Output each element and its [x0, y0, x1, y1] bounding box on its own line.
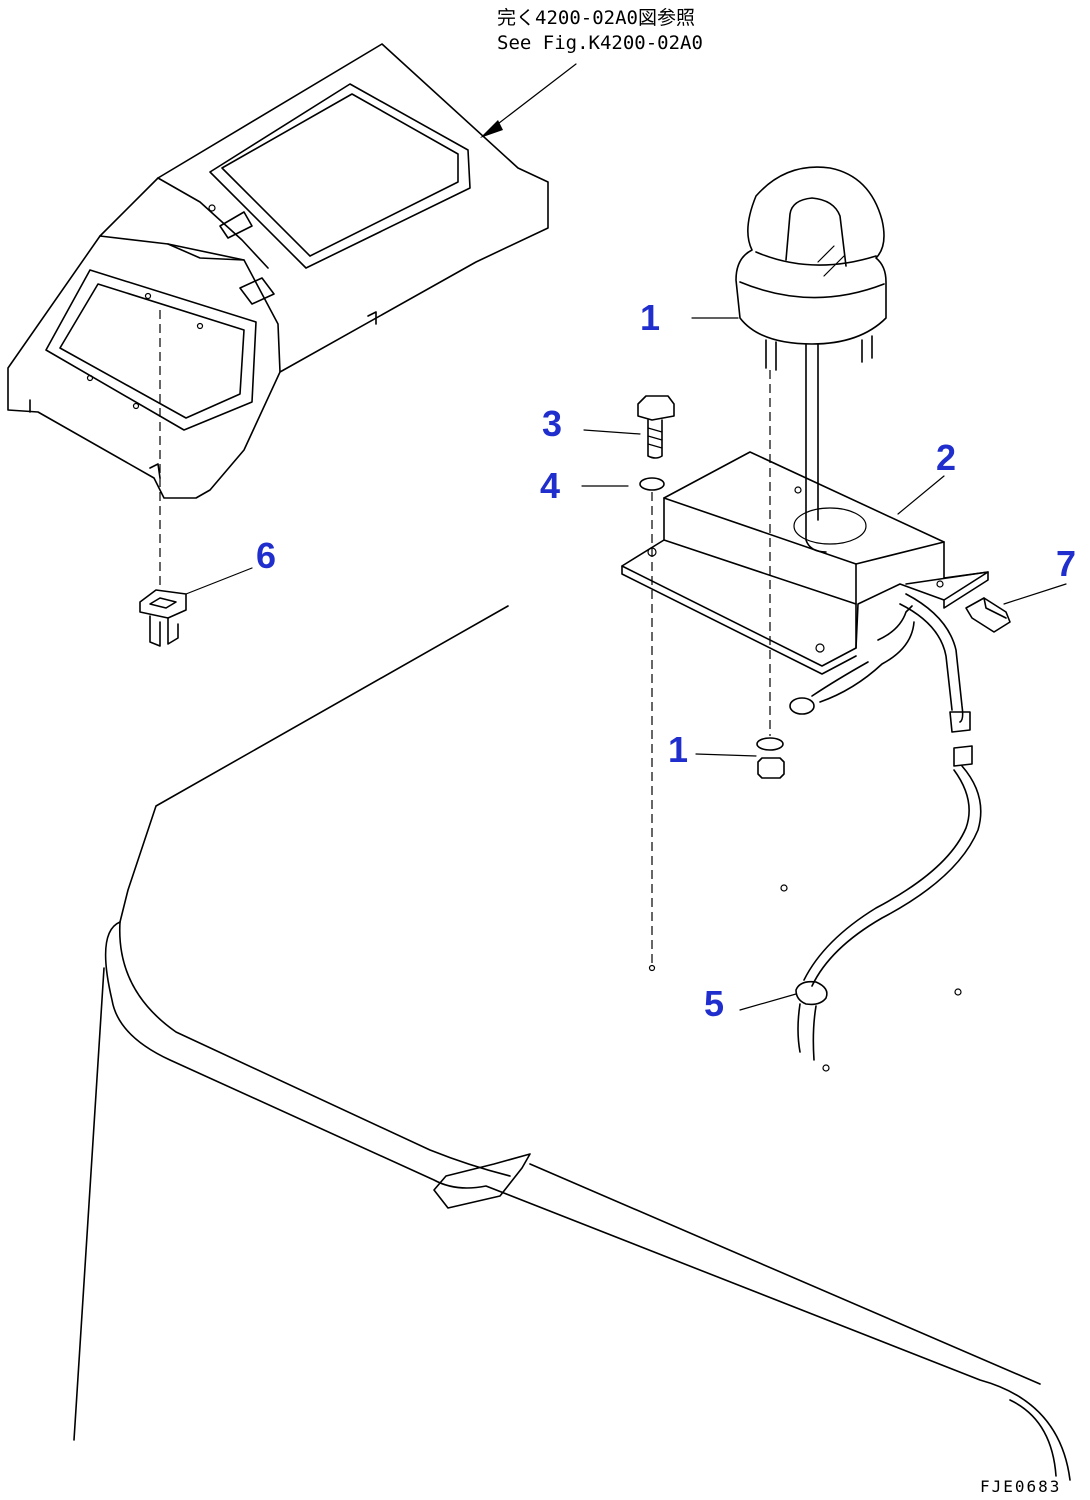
clip-part: [965, 597, 1011, 633]
callout-leaders: [185, 317, 1067, 1011]
callout-4: 4: [540, 465, 560, 506]
callout-1-lower: 1: [668, 729, 688, 770]
washer-part: [639, 477, 665, 491]
bracket-part: [621, 451, 989, 675]
reference-arrow: [480, 63, 577, 138]
callout-1: 1: [640, 297, 660, 338]
cab-roof-outline: [73, 605, 1071, 1481]
callout-2: 2: [936, 437, 956, 478]
callout-3: 3: [542, 403, 562, 444]
harness-part: [795, 593, 982, 1061]
reference-note-jp: 完く4200-02A0図参照: [497, 7, 695, 29]
ground-wire: [789, 605, 915, 715]
callout-5: 5: [704, 983, 724, 1024]
bolt-part: [637, 395, 675, 459]
reference-note-en: See Fig.K4200-02A0: [497, 32, 703, 54]
nut-washer-part: [756, 737, 785, 779]
beacon-lamp-part: [735, 166, 887, 736]
dashboard-console: [7, 43, 549, 499]
callout-7: 7: [1056, 543, 1076, 584]
switch-part: [139, 589, 187, 647]
drawing-code: FJE0683: [980, 1477, 1061, 1496]
callout-6: 6: [256, 535, 276, 576]
